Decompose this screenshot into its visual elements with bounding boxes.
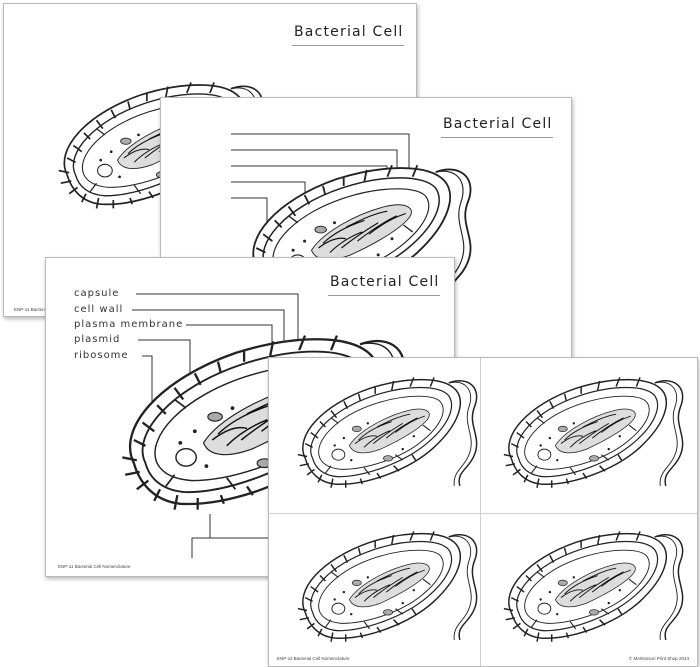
card-illustration-3 — [297, 530, 478, 643]
sheet-title: Bacterial Cell — [330, 274, 440, 290]
label-plasmid: plasmid — [74, 334, 121, 345]
sheet-footer-left: ENP-11 Bacterial Cell Nomenclature — [277, 656, 350, 661]
bacterial-cell-illustration — [231, 133, 472, 305]
label-cell-wall: cell wall — [74, 304, 124, 315]
title-rule — [328, 295, 440, 296]
label-plasma-membrane: plasma membrane — [74, 319, 184, 330]
picture-cards — [297, 376, 684, 643]
card-illustration-1 — [297, 376, 478, 489]
cut-line-vertical — [480, 358, 481, 666]
sheet-footer-right: © Montessori Print Shop 2014 — [628, 656, 689, 661]
bacterial-cell-illustration — [121, 293, 406, 558]
label-ribosome: ribosome — [74, 350, 129, 361]
picture-cards-sheet: ENP-11 Bacterial Cell Nomenclature © Mon… — [268, 357, 698, 667]
sheet-title: Bacterial Cell — [443, 116, 553, 132]
sheet-title: Bacterial Cell — [294, 24, 404, 40]
card-illustration-4 — [503, 530, 684, 643]
cut-line-horizontal — [269, 513, 697, 514]
label-capsule: capsule — [74, 288, 120, 299]
card-illustration-2 — [503, 376, 684, 489]
title-rule — [441, 137, 553, 138]
sheet-footer: ENP-11 Bacterial Cell Nomenclature — [58, 564, 131, 569]
title-rule — [292, 45, 404, 46]
